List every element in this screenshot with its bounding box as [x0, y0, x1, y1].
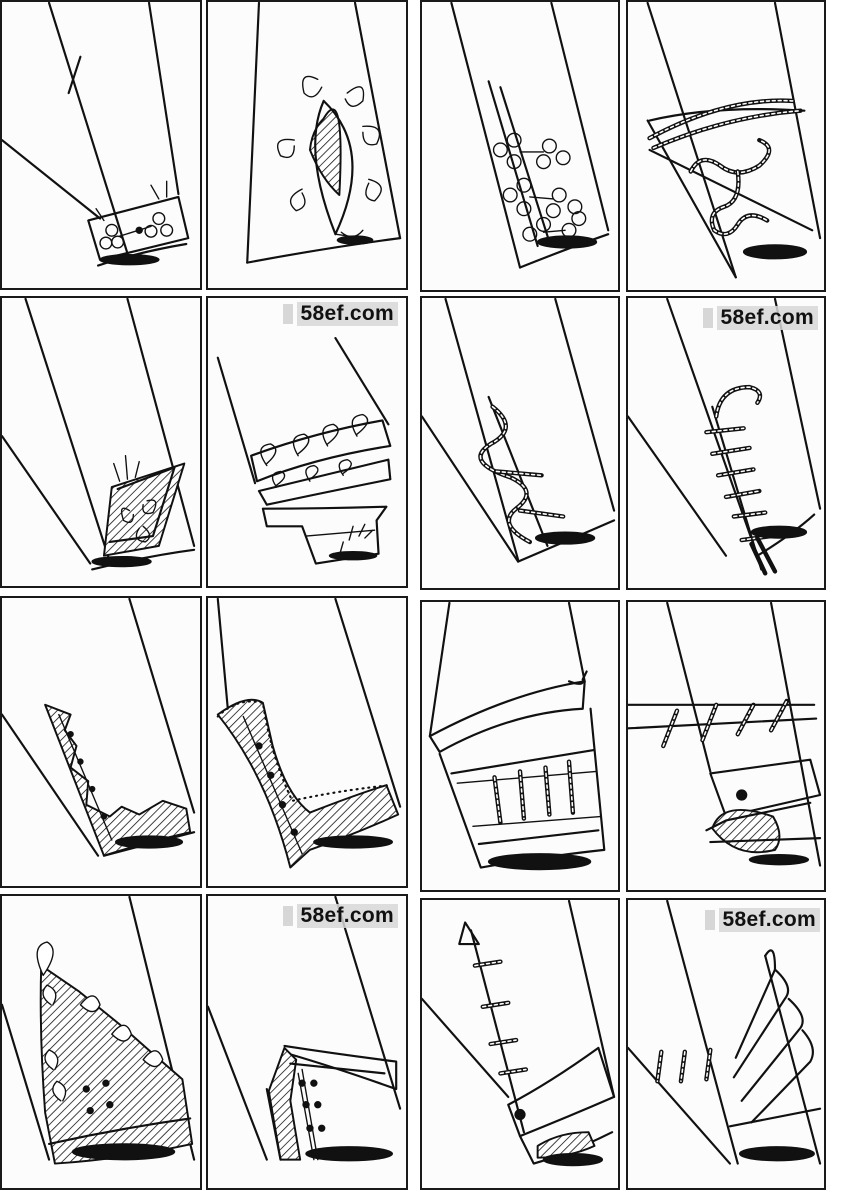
sleeve-sketch-r3c4: [626, 600, 826, 892]
sleeve-sketch-r1c3: [420, 0, 620, 292]
sleeve-sketch-r2c4: 58ef.com: [626, 296, 826, 590]
sleeve-sketch-r2c2: 58ef.com: [206, 296, 408, 588]
watermark-label: 58ef.com: [704, 908, 820, 932]
sleeve-sketch-r1c1: [0, 0, 202, 290]
watermark-label: 58ef.com: [702, 306, 818, 330]
sleeve-sketch-r3c1: [0, 596, 202, 888]
sleeve-sketch-r4c3: [420, 898, 620, 1190]
sleeve-drawing: [2, 298, 196, 571]
sleeve-sketch-r3c3: [420, 600, 620, 892]
sleeve-drawing: [628, 602, 822, 867]
sleeve-drawing: [208, 896, 402, 1162]
sleeve-drawing: [422, 298, 616, 563]
watermark-label: 58ef.com: [282, 302, 398, 326]
sleeve-drawing: [628, 900, 822, 1165]
sleeve-sketch-r4c4: 58ef.com: [626, 898, 826, 1190]
sleeve-sketch-r4c1: [0, 894, 202, 1190]
sleeve-sketch-r1c2: [206, 0, 408, 290]
sleeve-sketch-r3c2: [206, 596, 408, 888]
sleeve-drawing: [646, 2, 822, 279]
sleeve-drawing: [216, 337, 392, 565]
sleeve-sketch-r2c1: [0, 296, 202, 588]
sleeve-drawing: [246, 2, 402, 264]
sleeve-drawing: [2, 896, 196, 1165]
sleeve-drawing: [422, 900, 616, 1167]
sleeve-drawing: [428, 602, 606, 871]
sleeve-drawing: [2, 598, 196, 857]
sleeve-drawing: [628, 298, 822, 576]
sleeve-drawing: [2, 2, 190, 267]
sleeve-drawing: [450, 2, 610, 269]
sleeve-sketch-r1c4: [626, 0, 826, 292]
sleeve-drawing: [216, 598, 402, 869]
watermark-label: 58ef.com: [282, 904, 398, 928]
sleeve-sketch-r2c3: [420, 296, 620, 590]
sleeve-sketch-r4c2: 58ef.com: [206, 894, 408, 1190]
